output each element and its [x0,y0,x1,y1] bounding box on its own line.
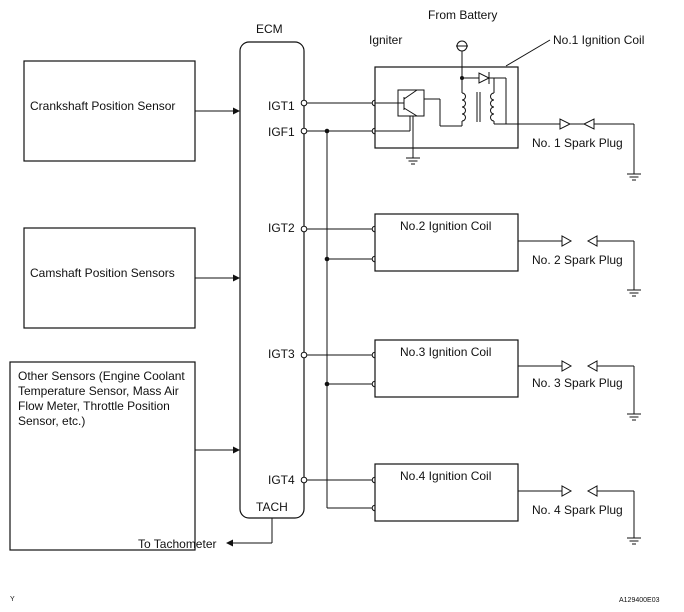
sensor-camshaft-label: Camshaft Position Sensors [30,266,175,280]
sensor-other-line-3: Flow Meter, Throttle Position [18,399,170,413]
from-battery-label: From Battery [428,8,497,22]
signal-wiring [300,99,379,512]
coil-3-label: No.3 Ignition Coil [400,345,491,359]
spark-plug-2: No. 2 Spark Plug [518,235,641,297]
coil-4-label: No.4 Ignition Coil [400,469,491,483]
sensor-other-line-2: Temperature Sensor, Mass Air [18,384,179,398]
igniter-title: Igniter [369,33,402,47]
spark-plug-2-label: No. 2 Spark Plug [532,253,623,267]
coil-2-label: No.2 Ignition Coil [400,219,491,233]
spark-plug-3-label: No. 3 Spark Plug [532,376,623,390]
figure-code: A129400E03 [619,597,660,604]
to-tachometer-label: To Tachometer [138,537,217,551]
ecm-terminal-igf1: IGF1 [268,125,295,139]
sensor-crankshaft-label: Crankshaft Position Sensor [30,99,175,113]
sensor-other-line-1: Other Sensors (Engine Coolant [18,369,185,383]
sensor-other: Other Sensors (Engine Coolant Temperatur… [9,361,196,551]
sensor-other-line-4: Sensor, etc.) [18,414,85,428]
spark-plug-1: No. 1 Spark Plug [518,118,641,181]
ecm-terminal-igt3: IGT3 [268,347,295,361]
ecm-terminal-igt1: IGT1 [268,99,295,113]
sensor-camshaft: Camshaft Position Sensors [23,227,196,329]
ignition-coil-2: No.2 Ignition Coil [374,213,519,272]
ignition-coil-3: No.3 Ignition Coil [374,339,519,398]
ecm-terminal-igt2: IGT2 [268,221,295,235]
coil-1-label: No.1 Ignition Coil [553,33,644,47]
ecm-title: ECM [256,22,283,36]
ignition-coil-4: No.4 Ignition Coil [374,463,519,522]
igniter-block: From Battery Igniter No.1 Ignition Coil [369,8,644,165]
sensor-to-ecm-arrows [195,107,240,454]
ecm-tach-label: TACH [256,500,288,514]
spark-plug-4-label: No. 4 Spark Plug [532,503,623,517]
spark-plug-1-label: No. 1 Spark Plug [532,136,623,150]
footer-left-mark: Y [10,596,15,603]
ecm-block: ECM TACH IGT1 IGF1 IGT2 IGT3 IGT4 [239,22,305,519]
tach-output: To Tachometer [138,518,273,551]
spark-plug-4: No. 4 Spark Plug [518,485,641,545]
sensor-crankshaft: Crankshaft Position Sensor [23,60,196,162]
spark-plug-3: No. 3 Spark Plug [518,360,641,421]
ecm-terminal-igt4: IGT4 [268,473,295,487]
